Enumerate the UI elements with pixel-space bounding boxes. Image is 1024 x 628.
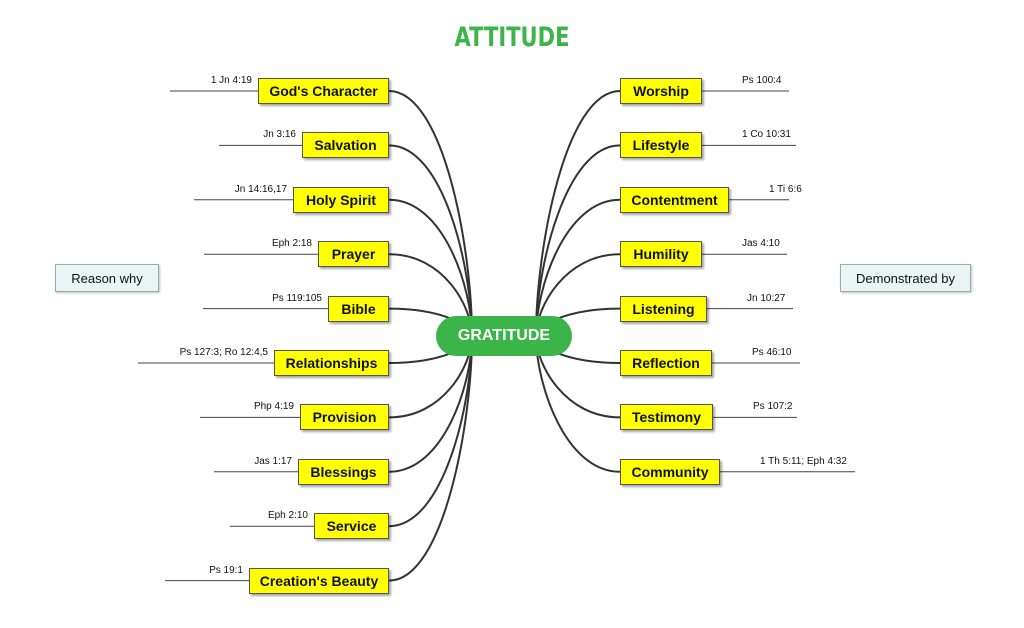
connector-creation-s-beauty [388,335,473,582]
connector-god-s-character [388,90,473,337]
node-community: Community [620,458,720,485]
node-service: Service [314,513,389,540]
reference-blessings: Jas 1:17 [254,455,292,467]
reference-god-s-character: 1 Jn 4:19 [210,75,252,86]
node-reflection: Reflection [620,350,712,376]
node-blessings: Blessings [298,458,389,485]
reference-bible: Ps 119:105 [272,292,322,304]
connector-community [535,335,621,473]
reference-listening: Jn 10:27 [747,292,786,304]
central-node-gratitude: GRATITUDE [436,316,572,356]
reference-testimony: Ps 107:2 [753,401,793,413]
demonstrated-by-label: Demonstrated by [840,264,971,292]
reference-provision: Php 4:19 [253,401,294,413]
reason-why-label: Reason why [55,264,159,292]
node-god-s-character: God's Character [258,78,389,104]
node-salvation: Salvation [302,132,389,159]
node-holy-spirit: Holy Spirit [293,186,389,213]
reference-relationships: Ps 127:3; Ro 12:4,5 [179,347,268,358]
node-prayer: Prayer [318,241,389,268]
reference-reflection: Ps 46:10 [752,347,792,358]
node-contentment: Contentment [620,186,729,213]
reference-salvation: Jn 3:16 [263,129,296,141]
node-creation-s-beauty: Creation's Beauty [249,567,389,594]
connector-salvation [388,144,473,337]
node-worship: Worship [620,78,702,104]
connector-service [388,335,473,528]
node-lifestyle: Lifestyle [620,132,702,159]
reference-worship: Ps 100:4 [742,75,782,86]
reference-service: Eph 2:10 [267,510,308,522]
node-bible: Bible [328,295,389,322]
reference-contentment: 1 Ti 6:6 [769,183,802,195]
reference-prayer: Eph 2:18 [271,238,312,250]
node-listening: Listening [620,295,707,322]
node-testimony: Testimony [620,404,713,431]
node-relationships: Relationships [274,350,389,376]
reference-community: 1 Th 5:11; Eph 4:32 [760,455,847,467]
diagram-title: ATTITUDE [454,22,570,53]
reference-holy-spirit: Jn 14:16,17 [234,183,287,195]
reference-lifestyle: 1 Co 10:31 [742,129,791,141]
connector-lifestyle [535,144,621,337]
reference-creation-s-beauty: Ps 19:1 [209,564,243,576]
node-provision: Provision [300,404,389,431]
node-humility: Humility [620,241,702,268]
reference-humility: Jas 4:10 [742,238,780,250]
connector-worship [535,90,621,337]
